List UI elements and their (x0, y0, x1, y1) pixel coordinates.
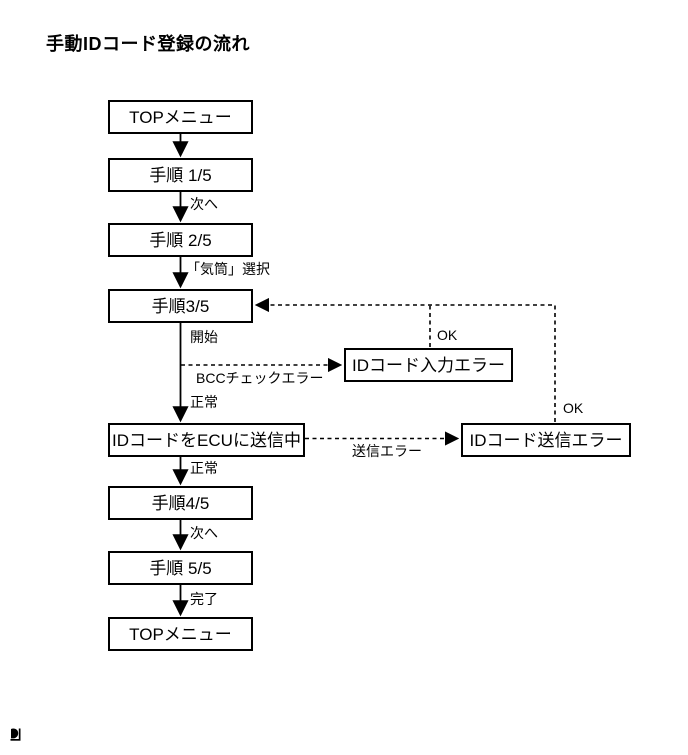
node-top-menu-start: TOPメニュー (108, 100, 253, 134)
node-step-4: 手順4/5 (108, 486, 253, 520)
node-step-5: 手順 5/5 (108, 551, 253, 585)
edge-label-cylinder-select: 「気筒」選択 (186, 261, 270, 277)
node-sending-id-to-ecu: IDコードをECUに送信中 (108, 423, 305, 457)
node-step-1: 手順 1/5 (108, 158, 253, 192)
edge-label-normal-1: 正常 (190, 394, 218, 410)
edge-label-bcc-check-error: BCCチェックエラー (196, 370, 324, 386)
edge-label-send-error: 送信エラー (352, 443, 422, 459)
edge-label-done: 完了 (190, 591, 218, 607)
page-corner-mark (10, 728, 21, 741)
edge-label-ok-input-error: OK (437, 327, 458, 343)
edge-label-normal-2: 正常 (190, 460, 218, 476)
node-id-input-error: IDコード入力エラー (344, 348, 513, 382)
page-title: 手動IDコード登録の流れ (46, 34, 250, 54)
edge-label-start: 開始 (190, 329, 218, 345)
node-step-2: 手順 2/5 (108, 223, 253, 257)
node-top-menu-end: TOPメニュー (108, 617, 253, 651)
node-step-3: 手順3/5 (108, 289, 253, 323)
edge-label-next-1: 次へ (190, 196, 218, 212)
edge-label-next-2: 次へ (190, 525, 218, 541)
node-id-send-error: IDコード送信エラー (461, 423, 631, 457)
edge-label-ok-send-error: OK (563, 400, 584, 416)
